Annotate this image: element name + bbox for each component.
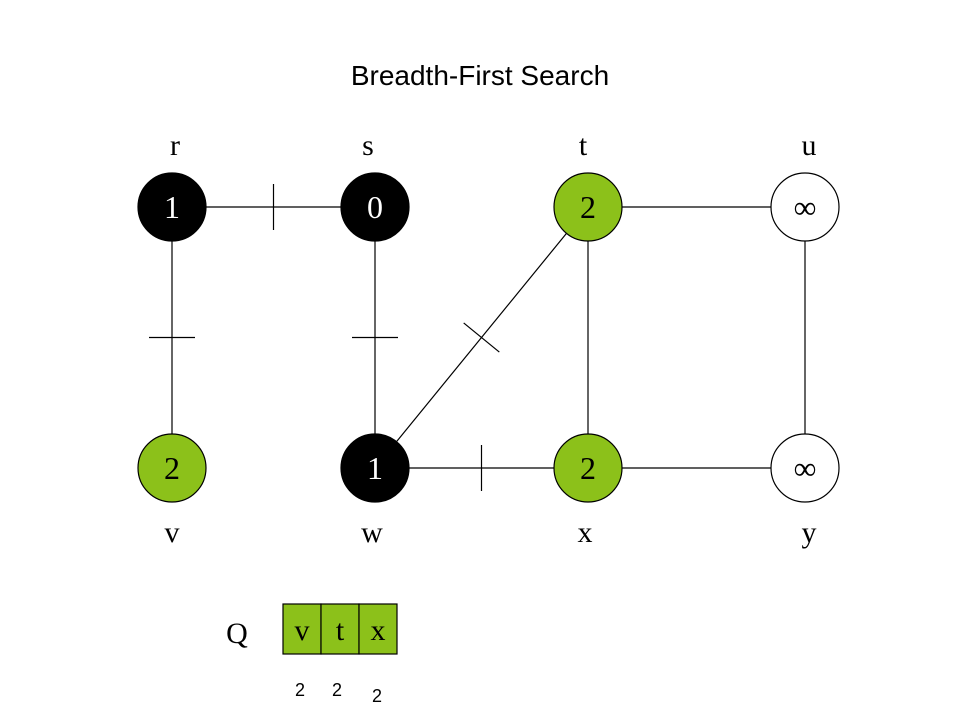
queue-item-0: v	[295, 614, 310, 647]
vertex-node-y	[770, 433, 840, 503]
vertex-t: 2	[553, 172, 623, 242]
vertex-label-r: r	[170, 129, 180, 162]
vertex-distance-w: 1	[367, 450, 383, 486]
queue-distance-2: 2	[372, 686, 382, 706]
vertex-node-w	[340, 433, 410, 503]
vertex-r: 1	[137, 172, 207, 242]
vertex-label-t: t	[579, 129, 588, 162]
vertex-u: ∞	[770, 172, 840, 242]
vertex-w: 1	[340, 433, 410, 503]
vertex-node-t	[553, 172, 623, 242]
vertex-label-u: u	[802, 129, 817, 162]
vertex-label-s: s	[362, 129, 374, 162]
vertex-y: ∞	[770, 433, 840, 503]
vertex-v: 2	[137, 433, 207, 503]
tree-edge-tick-w-t	[463, 322, 500, 353]
vertex-node-u	[770, 172, 840, 242]
vertex-node-x	[553, 433, 623, 503]
edges	[149, 184, 806, 491]
vertices: 1 r 0 s 2 t ∞ u 2 v 1 w 2 x ∞ y	[137, 129, 840, 549]
vertex-distance-r: 1	[164, 189, 180, 225]
vertex-label-y: y	[802, 516, 817, 549]
vertex-distance-t: 2	[580, 189, 596, 225]
queue-cell-2	[358, 603, 398, 655]
vertex-distance-s: 0	[367, 189, 383, 225]
vertex-distance-u: ∞	[794, 189, 817, 225]
vertex-node-r	[137, 172, 207, 242]
vertex-node-s	[340, 172, 410, 242]
queue: Q v 2 t 2 x 2	[226, 603, 398, 706]
queue-item-2: x	[371, 614, 386, 647]
queue-distance-1: 2	[332, 680, 342, 700]
diagram-title: Breadth-First Search	[351, 60, 609, 91]
queue-label: Q	[226, 617, 248, 650]
vertex-node-v	[137, 433, 207, 503]
vertex-distance-y: ∞	[794, 450, 817, 486]
vertex-x: 2	[553, 433, 623, 503]
vertex-distance-v: 2	[164, 450, 180, 486]
queue-distance-0: 2	[295, 680, 305, 700]
queue-item-1: t	[336, 614, 345, 647]
vertex-s: 0	[340, 172, 410, 242]
vertex-label-x: x	[578, 516, 593, 549]
vertex-label-w: w	[361, 516, 383, 549]
queue-cell-0	[282, 603, 322, 655]
vertex-label-v: v	[165, 516, 180, 549]
vertex-distance-x: 2	[580, 450, 596, 486]
